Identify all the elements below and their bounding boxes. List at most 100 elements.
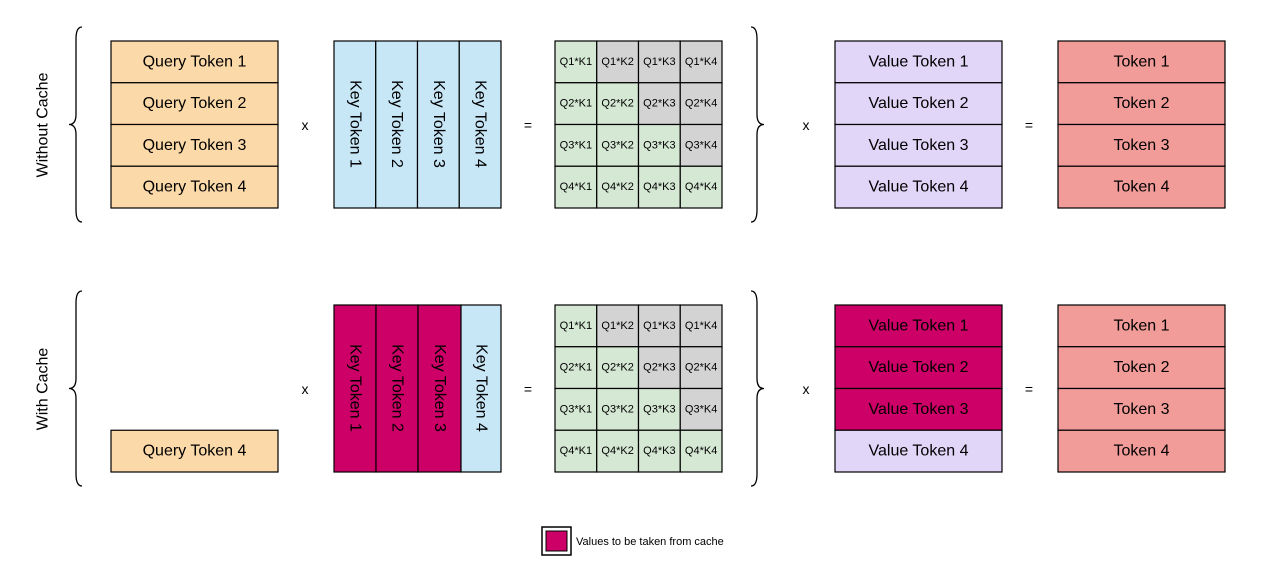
- score-label: Q3*K1: [560, 139, 592, 151]
- section-label: With Cache: [35, 348, 52, 431]
- score-label: Q3*K1: [560, 403, 592, 415]
- score-label: Q1*K2: [601, 320, 633, 332]
- score-cell-visible: [554, 429, 598, 473]
- key-token-cell: [416, 40, 460, 209]
- score-cell-masked: [679, 346, 723, 390]
- query-token-cell: [110, 40, 279, 84]
- output-token-cell: [1057, 165, 1226, 209]
- output-token-cell: [1057, 123, 1226, 167]
- key-token-cell: [460, 304, 502, 473]
- output-token-label: Token 1: [1113, 53, 1169, 70]
- value-token-label: Value Token 3: [869, 137, 969, 154]
- output-token-label: Token 4: [1113, 443, 1169, 460]
- query-token-cell: [110, 165, 279, 209]
- score-label: Q1*K4: [685, 56, 717, 68]
- key-token-label: Key Token 2: [388, 80, 405, 168]
- equals-symbol: =: [1025, 117, 1033, 133]
- right-brace: [750, 26, 765, 223]
- legend-swatch-border: [541, 526, 572, 556]
- score-label: Q4*K3: [643, 445, 675, 457]
- score-cell-visible: [554, 387, 598, 431]
- score-label: Q2*K3: [643, 362, 675, 374]
- score-label: Q3*K4: [685, 139, 717, 151]
- key-token-label: Key Token 4: [472, 80, 489, 168]
- value-token-label: Value Token 3: [869, 401, 969, 418]
- score-cell-visible: [596, 429, 640, 473]
- multiply-symbol: x: [803, 117, 810, 133]
- score-cell-visible: [637, 165, 681, 209]
- score-cell-visible: [679, 429, 723, 473]
- score-cell-visible: [637, 387, 681, 431]
- score-cell-masked: [679, 82, 723, 126]
- left-brace: [68, 26, 83, 223]
- legend: Values to be taken from cache: [541, 526, 724, 556]
- value-token-label: Value Token 2: [869, 359, 969, 376]
- key-token-label: Key Token 1: [347, 344, 364, 432]
- output-token-label: Token 2: [1113, 95, 1169, 112]
- score-label: Q3*K2: [601, 139, 633, 151]
- legend-label: Values to be taken from cache: [576, 536, 724, 548]
- score-label: Q1*K2: [601, 56, 633, 68]
- value-token-cell: [834, 82, 1003, 126]
- score-label: Q2*K4: [685, 98, 717, 110]
- value-token-cell-cached: [834, 387, 1003, 431]
- multiply-symbol: x: [302, 117, 309, 133]
- left-brace: [68, 290, 83, 487]
- score-label: Q1*K3: [643, 56, 675, 68]
- score-cell-masked: [679, 123, 723, 167]
- query-token-cell: [110, 429, 279, 473]
- score-label: Q2*K3: [643, 98, 675, 110]
- output-token-cell: [1057, 40, 1226, 84]
- multiply-symbol: x: [803, 381, 810, 397]
- score-label: Q3*K4: [685, 403, 717, 415]
- score-cell-visible: [554, 346, 598, 390]
- query-matrix: Query Token 4: [110, 429, 279, 473]
- key-token-label: Key Token 1: [346, 80, 363, 168]
- value-token-label: Value Token 2: [869, 95, 969, 112]
- value-token-cell-cached: [834, 346, 1003, 390]
- score-label: Q1*K3: [643, 320, 675, 332]
- score-label: Q1*K1: [560, 56, 592, 68]
- multiply-symbol: x: [302, 381, 309, 397]
- score-cell-visible: [554, 165, 598, 209]
- score-label: Q2*K2: [601, 98, 633, 110]
- output-token-cell: [1057, 346, 1226, 390]
- value-token-cell: [834, 40, 1003, 84]
- score-cell-visible: [596, 387, 640, 431]
- score-label: Q4*K2: [601, 445, 633, 457]
- key-token-cell-cached: [375, 304, 419, 473]
- score-label: Q4*K3: [643, 181, 675, 193]
- score-label: Q2*K2: [601, 362, 633, 374]
- value-token-cell: [834, 429, 1003, 473]
- key-token-label: Key Token 3: [431, 344, 448, 432]
- query-token-cell: [110, 82, 279, 126]
- score-cell-visible: [596, 123, 640, 167]
- score-cell-visible: [596, 82, 640, 126]
- query-token-label: Query Token 3: [143, 137, 247, 154]
- key-token-cell: [375, 40, 419, 209]
- query-token-label: Query Token 1: [143, 53, 247, 70]
- score-cell-masked: [596, 40, 640, 84]
- score-cell-visible: [679, 165, 723, 209]
- score-label: Q2*K1: [560, 362, 592, 374]
- score-label: Q3*K3: [643, 403, 675, 415]
- query-token-label: Query Token 4: [143, 179, 247, 196]
- section-label: Without Cache: [35, 72, 52, 177]
- score-label: Q3*K3: [643, 139, 675, 151]
- key-token-cell-cached: [333, 304, 377, 473]
- score-label: Q1*K1: [560, 320, 592, 332]
- output-token-label: Token 2: [1113, 359, 1169, 376]
- key-token-cell: [458, 40, 502, 209]
- output-token-label: Token 4: [1113, 179, 1169, 196]
- output-token-cell: [1057, 82, 1226, 126]
- value-token-cell: [834, 123, 1003, 167]
- value-token-label: Value Token 1: [869, 53, 969, 70]
- key-token-cell-cached: [417, 304, 462, 473]
- score-label: Q2*K1: [560, 98, 592, 110]
